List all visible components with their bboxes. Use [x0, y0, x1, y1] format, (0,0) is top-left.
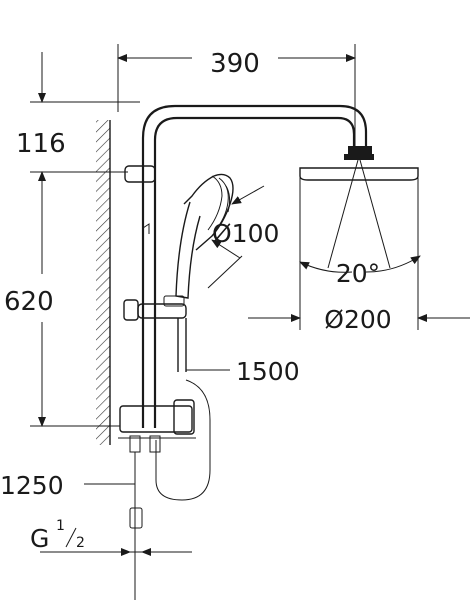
thread-base-label: G [30, 524, 49, 553]
overhead-shower-head [299, 146, 419, 190]
width-dimension: 390 [117, 44, 356, 150]
handshower-diameter-label: Ø100 [212, 219, 279, 248]
shower-riser [124, 104, 368, 428]
height-dimensions: 116 620 [4, 52, 140, 427]
head-diameter-label: Ø200 [324, 305, 391, 334]
head-diameter-dimension: Ø200 [248, 190, 470, 334]
thread-dimension: G 1 2 [30, 518, 192, 556]
upper-wall-bracket [124, 165, 156, 183]
thermostat-body [118, 399, 196, 453]
rail-height-label: 620 [4, 287, 54, 317]
spray-angle-label: 20° [336, 259, 380, 288]
inlet-height-dimension: 1250 [0, 452, 143, 600]
thread-numerator: 1 [56, 518, 65, 534]
width-dimension-label: 390 [210, 49, 260, 79]
hose-length-label: 1500 [236, 357, 300, 386]
wall [96, 120, 111, 445]
hand-shower-slider [123, 295, 187, 321]
hand-shower: Ø100 [175, 173, 279, 299]
shower-hose: 1500 [155, 318, 300, 501]
riser-offset-label: 116 [16, 129, 66, 159]
spray-angle-indicator: 20° [299, 159, 421, 288]
thread-denominator: 2 [76, 535, 85, 551]
inlet-connector [129, 507, 143, 529]
inlet-height-label: 1250 [0, 471, 64, 500]
